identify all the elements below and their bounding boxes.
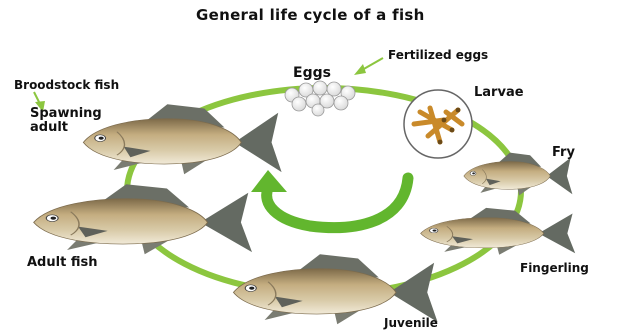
spawning-adult-fish (83, 104, 281, 174)
label-larvae: Larvae (474, 86, 524, 100)
label-spawning-adult: Spawning adult (30, 107, 100, 135)
fertilized-eggs-pointer-icon (354, 58, 383, 75)
circular-arrow-icon (251, 170, 408, 228)
label-broodstock-fish: Broodstock fish (14, 78, 119, 92)
label-juvenile: Juvenile (384, 316, 438, 330)
label-fry: Fry (552, 146, 575, 160)
adult-fish (34, 184, 252, 254)
larvae-illustration (404, 90, 472, 158)
label-fertilized-eggs: Fertilized eggs (388, 48, 488, 62)
fingerling-fish (421, 208, 576, 255)
label-eggs: Eggs (293, 66, 331, 80)
diagram-title: General life cycle of a fish (196, 8, 425, 22)
label-fingerling: Fingerling (520, 261, 589, 275)
label-adult-fish: Adult fish (27, 256, 97, 270)
juvenile-fish (233, 254, 437, 324)
